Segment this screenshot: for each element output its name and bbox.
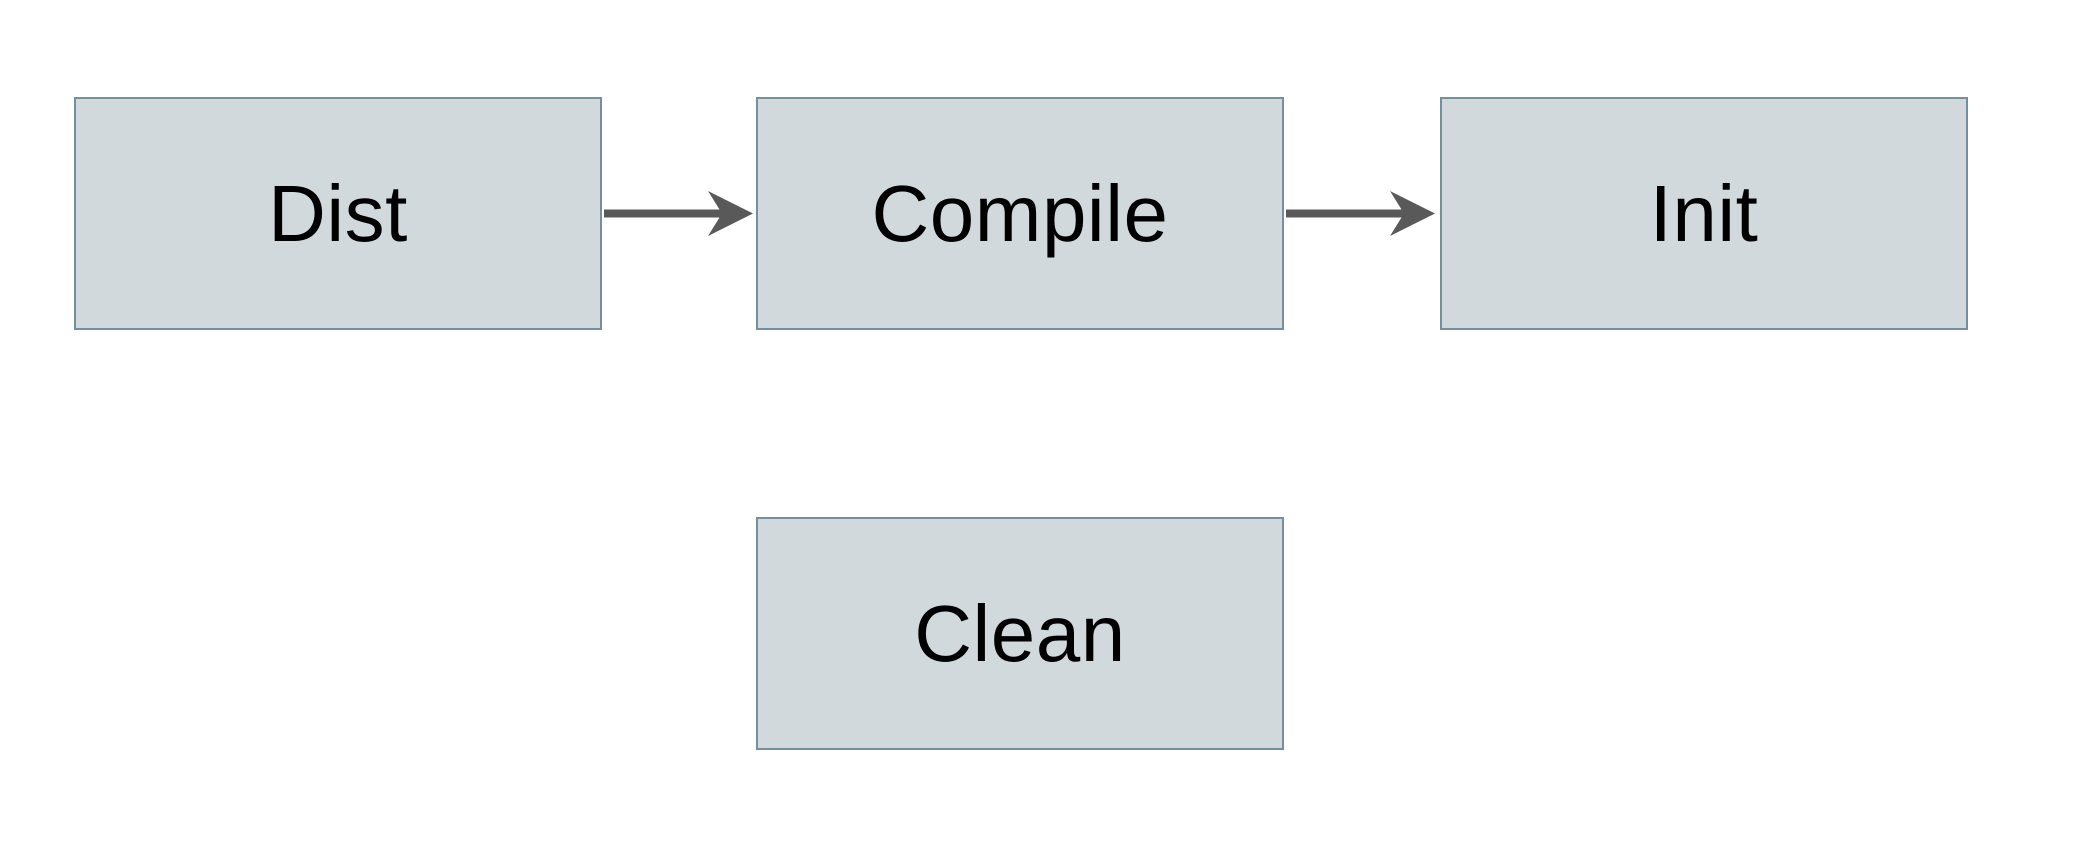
arrow-dist-to-compile — [604, 191, 753, 236]
node-clean-label: Clean — [914, 588, 1126, 678]
node-init: Init — [1440, 97, 1968, 330]
node-compile-label: Compile — [871, 168, 1169, 258]
node-init-label: Init — [1649, 168, 1759, 258]
node-clean: Clean — [756, 517, 1284, 750]
node-dist: Dist — [74, 97, 602, 330]
arrow-compile-to-init — [1286, 191, 1435, 236]
node-compile: Compile — [756, 97, 1284, 330]
node-dist-label: Dist — [268, 168, 408, 258]
